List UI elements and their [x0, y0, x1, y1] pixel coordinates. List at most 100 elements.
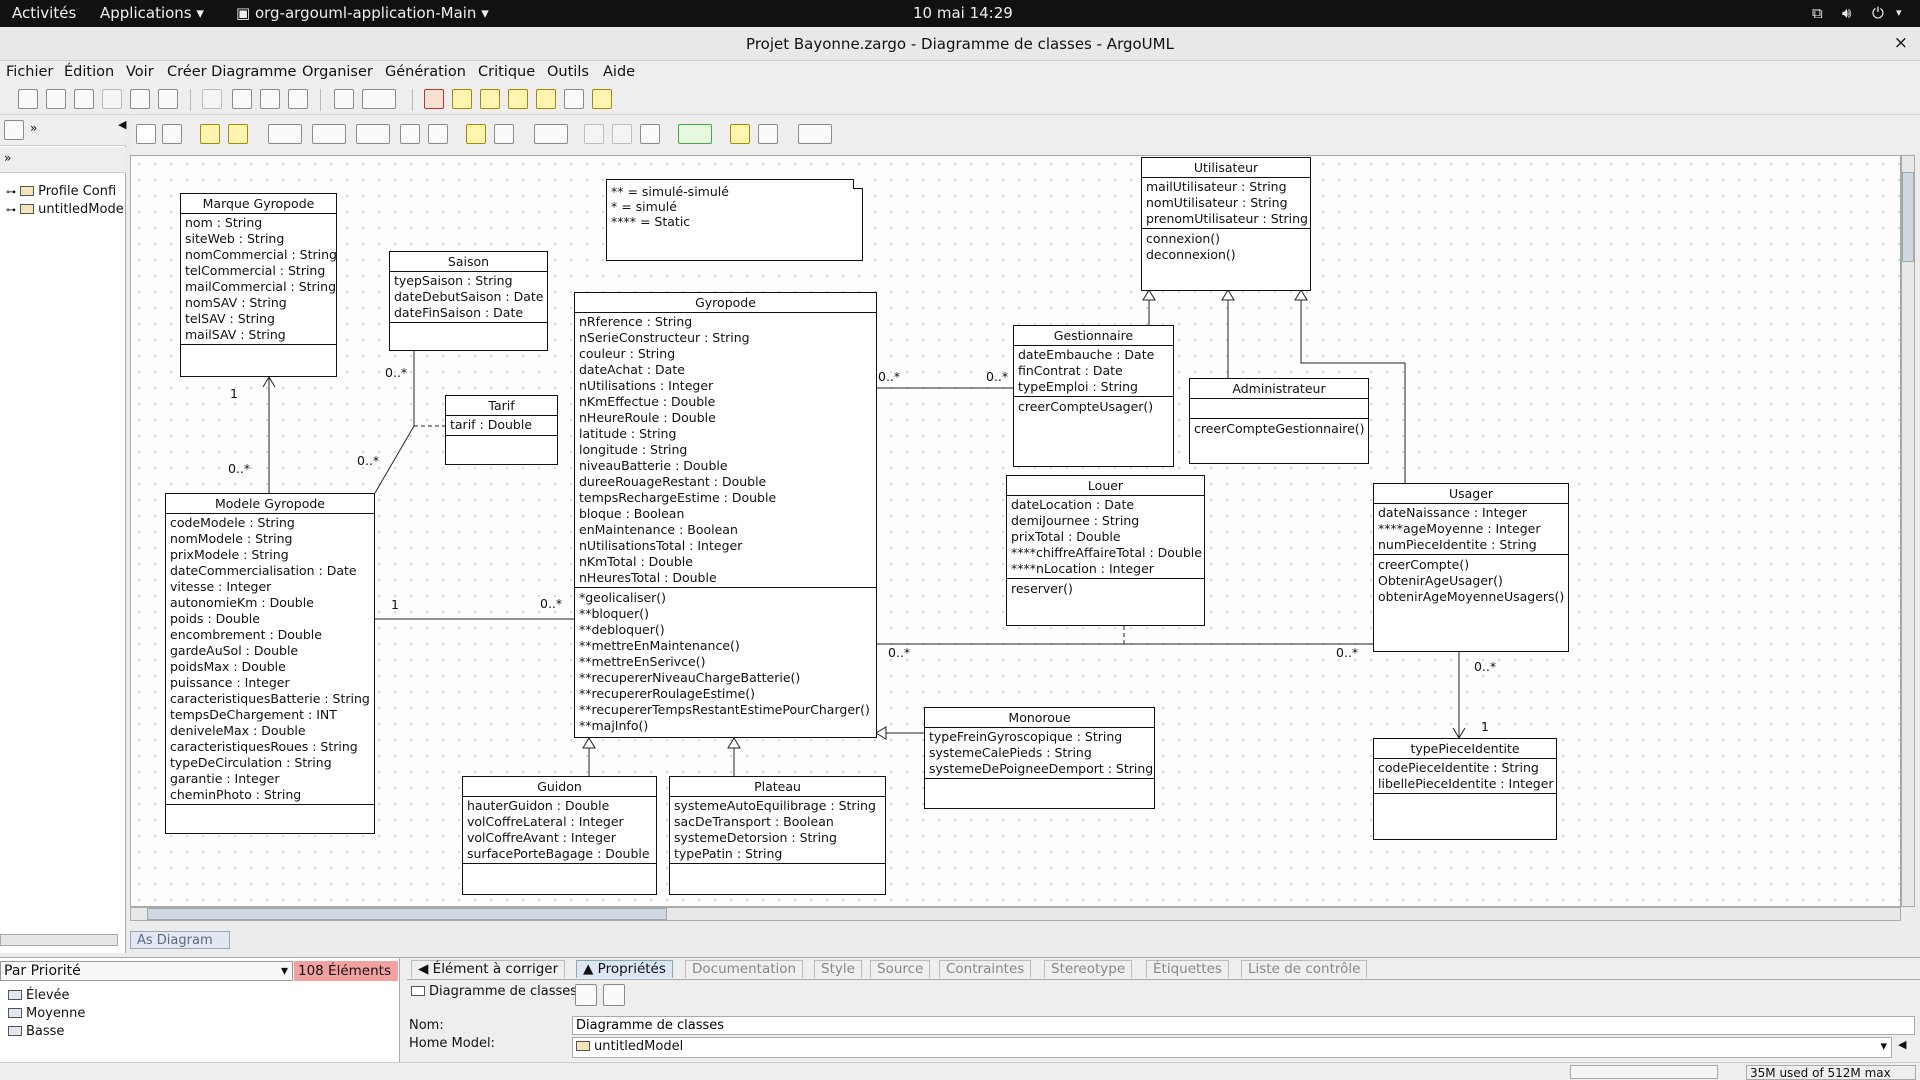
interface-tool-icon[interactable] — [466, 124, 486, 144]
menu-organiser[interactable]: Organiser — [302, 64, 373, 80]
tab-as-diagram[interactable]: As Diagram — [130, 931, 230, 949]
home-model-select[interactable]: untitledModel▾ — [572, 1037, 1892, 1058]
tab-etiquettes[interactable]: Étiquettes — [1146, 960, 1229, 978]
class-attribute[interactable]: typeEmploi : String — [1018, 379, 1138, 394]
class-attribute[interactable]: garantie : Integer — [170, 771, 280, 786]
class-attribute[interactable]: caracteristiquesRoues : String — [170, 739, 358, 754]
class-attribute[interactable]: autonomieKm : Double — [170, 595, 314, 610]
edge-usager-utilisateur[interactable] — [1300, 300, 1406, 483]
class-attribute[interactable]: nRference : String — [579, 314, 693, 329]
class-attribute[interactable]: volCoffreAvant : Integer — [467, 830, 616, 845]
tab-source[interactable]: Source — [870, 960, 931, 978]
tab-stereotype[interactable]: Stereotype — [1044, 960, 1133, 978]
zoom-dropdown-icon[interactable] — [362, 89, 396, 109]
association-class-tool-icon[interactable] — [400, 124, 420, 144]
class-operation[interactable]: **mettreEnSerivce() — [579, 654, 706, 669]
tree-toggle-icon[interactable]: ⊶ — [6, 187, 16, 198]
class-operation[interactable]: **recupererTempsRestantEstimePourCharger… — [579, 702, 870, 717]
class-attribute[interactable]: mailUtilisateur : String — [1146, 179, 1287, 194]
collaboration-diagram-icon[interactable] — [564, 89, 584, 109]
operation-tool-icon[interactable] — [612, 124, 632, 144]
class-attribute[interactable]: bloque : Boolean — [579, 506, 685, 521]
package-tool-icon[interactable] — [200, 124, 220, 144]
class-attribute[interactable]: nKmTotal : Double — [579, 554, 693, 569]
class-attribute[interactable]: ****ageMoyenne : Integer — [1378, 521, 1541, 536]
broom-tool-icon[interactable] — [162, 124, 182, 144]
perspective-icon[interactable] — [4, 120, 24, 140]
class-diagram-icon[interactable] — [452, 89, 472, 109]
class-operation[interactable]: **recupererNiveauChargeBatterie() — [579, 670, 801, 685]
edge-modele-saison[interactable] — [374, 425, 415, 494]
expand-icon[interactable]: » — [30, 121, 38, 135]
name-input[interactable] — [572, 1016, 1915, 1035]
critique-icon[interactable] — [424, 89, 444, 109]
print-preview-icon[interactable] — [130, 89, 150, 109]
class-attribute[interactable]: dateNaissance : Integer — [1378, 505, 1527, 520]
class-attribute[interactable]: codeModele : String — [170, 515, 295, 530]
class-attribute[interactable]: numPieceIdentite : String — [1378, 537, 1537, 552]
realization-tool-icon[interactable] — [494, 124, 514, 144]
distribute-icon[interactable] — [288, 89, 308, 109]
activities-button[interactable]: Activités — [12, 4, 77, 22]
class-attribute[interactable]: nomUtilisateur : String — [1146, 195, 1288, 210]
class-attribute[interactable]: typePatin : String — [674, 846, 783, 861]
enumeration-tool-icon[interactable] — [640, 124, 660, 144]
navigate-back-icon[interactable]: ◀ — [1898, 1038, 1907, 1051]
menu-voir[interactable]: Voir — [126, 64, 154, 80]
todo-item-elevee[interactable]: Élevée — [8, 988, 70, 1003]
class-operation[interactable]: **debloquer() — [579, 622, 665, 637]
class-attribute[interactable]: puissance : Integer — [170, 675, 290, 690]
class-operation[interactable]: reserver() — [1011, 581, 1073, 596]
class-attribute[interactable]: libellePieceIdentite : Integer — [1378, 776, 1554, 791]
class-attribute[interactable]: prixModele : String — [170, 547, 289, 562]
chevron-down-icon[interactable]: ▾ — [1896, 6, 1902, 19]
menu-creer-diagramme[interactable]: Créer Diagramme — [167, 64, 297, 80]
tab-style[interactable]: Style — [814, 960, 862, 978]
class-attribute[interactable]: poids : Double — [170, 611, 260, 626]
scroll-thumb[interactable] — [1902, 172, 1914, 262]
class-attribute[interactable]: encombrement : Double — [170, 627, 322, 642]
navigate-icon[interactable] — [202, 89, 222, 109]
select-tool-icon[interactable] — [136, 124, 156, 144]
class-attribute[interactable]: codePieceIdentite : String — [1378, 760, 1539, 775]
comment-link-tool-icon[interactable] — [758, 124, 778, 144]
class-tool-icon[interactable] — [228, 124, 248, 144]
window-menu[interactable]: ▣ org-argouml-application-Main ▾ — [236, 4, 489, 22]
class-attribute[interactable]: nHeuresTotal : Double — [579, 570, 717, 585]
menu-aide[interactable]: Aide — [603, 64, 636, 80]
class-operation[interactable]: **majInfo() — [579, 718, 649, 733]
class-attribute[interactable]: nHeureRoule : Double — [579, 410, 716, 425]
class-attribute[interactable]: nomCommercial : String — [185, 247, 337, 262]
state-diagram-icon[interactable] — [508, 89, 528, 109]
class-attribute[interactable]: sacDeTransport : Boolean — [674, 814, 834, 829]
close-icon[interactable]: × — [1893, 33, 1908, 53]
menu-generation[interactable]: Génération — [385, 64, 466, 80]
class-attribute[interactable]: mailCommercial : String — [185, 279, 337, 294]
tab-documentation[interactable]: Documentation — [685, 960, 804, 978]
power-icon[interactable]: ⏻ — [1872, 4, 1884, 22]
class-attribute[interactable]: tyepSaison : String — [394, 273, 513, 288]
class-attribute[interactable]: typeDeCirculation : String — [170, 755, 332, 770]
class-attribute[interactable]: dateDebutSaison : Date — [394, 289, 544, 304]
save-as-icon[interactable] — [102, 89, 122, 109]
class-attribute[interactable]: mailSAV : String — [185, 327, 286, 342]
class-operation[interactable]: ObtenirAgeUsager() — [1378, 573, 1503, 588]
class-attribute[interactable]: systemeCalePieds : String — [929, 745, 1092, 760]
class-attribute[interactable]: caracteristiquesBatterie : String — [170, 691, 370, 706]
class-attribute[interactable]: systemeDePoigneeDemport : String — [929, 761, 1154, 776]
find-icon[interactable] — [334, 89, 354, 109]
class-attribute[interactable]: telCommercial : String — [185, 263, 326, 278]
activity-diagram-icon[interactable] — [536, 89, 556, 109]
align-icon[interactable] — [260, 89, 280, 109]
class-operation[interactable]: creerCompteGestionnaire() — [1194, 421, 1365, 436]
dependency-tool-icon[interactable] — [534, 124, 568, 144]
applications-menu[interactable]: Applications ▾ — [100, 4, 204, 22]
class-attribute[interactable]: longitude : String — [579, 442, 688, 457]
clock[interactable]: 10 mai 14:29 — [913, 4, 1013, 22]
